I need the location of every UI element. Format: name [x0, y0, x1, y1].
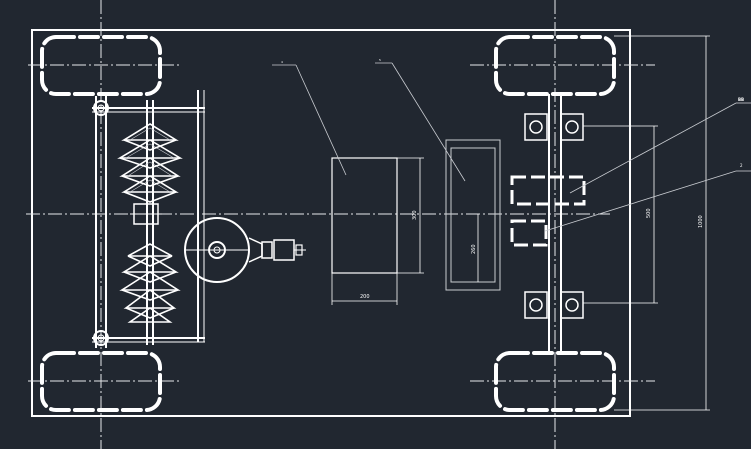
- label-5: 5: [379, 58, 381, 62]
- dim-rect-height: 260: [471, 244, 477, 254]
- label-2: 2: [740, 163, 743, 168]
- component-box-5-outer: [445, 139, 501, 291]
- label-4: 4: [281, 60, 283, 64]
- tire-rear-left: [40, 351, 162, 412]
- tire-front-right: [494, 35, 616, 96]
- drive-pulley: [184, 217, 306, 283]
- dim-box-width: 200: [360, 294, 370, 300]
- tire-rear-right: [494, 351, 616, 412]
- leader-lines: [272, 62, 751, 232]
- chassis-frame: [31, 29, 631, 417]
- dim-inner-height: 500: [646, 208, 652, 218]
- component-box-4: [331, 157, 398, 274]
- spring-assembly: [92, 90, 205, 348]
- dim-overall-height: 1000: [698, 215, 704, 228]
- component-box-5-inner: [450, 147, 496, 283]
- label-bb: BB: [738, 97, 744, 102]
- dim-box-height: 300: [412, 210, 418, 220]
- tire-front-left: [40, 35, 162, 96]
- rear-axle: [510, 94, 586, 354]
